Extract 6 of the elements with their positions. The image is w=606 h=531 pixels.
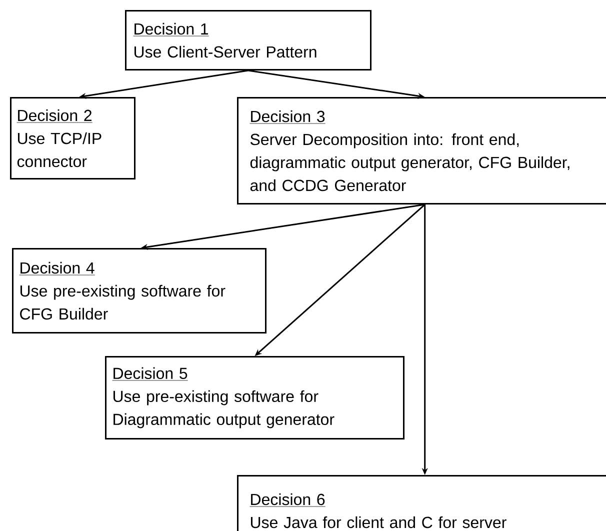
decision-box: Decision 4 Use pre-existing software for CFG Builder (12, 248, 266, 334)
decision-box: Decision 1 Use Client-Server Pattern (125, 10, 372, 70)
decision-box: Decision 6 Use Java for client and C for server (237, 475, 606, 531)
decision-box: Decision 3 Server Decomposition into: front end, diagrammatic output generator, CFG Builder, and CCDG Generator (237, 97, 606, 204)
decision-box: Decision 2 Use TCP/IP connector (10, 97, 136, 180)
decision-box: Decision 5 Use pre-existing software for Diagrammatic output generator (105, 356, 404, 440)
